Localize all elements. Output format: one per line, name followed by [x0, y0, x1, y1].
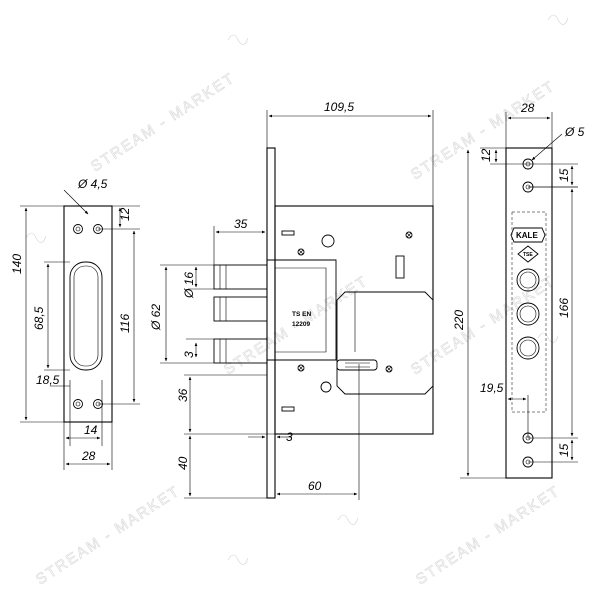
- watermark-squiggle-icon: [227, 554, 249, 565]
- faceplate-gap-label: 3: [286, 430, 293, 444]
- faceplate-outline: [505, 147, 553, 479]
- faceplate-bolt-spacing-label: 166: [557, 298, 571, 318]
- brand-name: KALE: [516, 231, 538, 240]
- deadbolt: [213, 338, 268, 364]
- watermark-squiggle-icon: [25, 232, 47, 243]
- watermark-squiggle-icon: [537, 332, 559, 343]
- bolt-carrier: [267, 259, 337, 361]
- strike-total-height-label: 140: [10, 254, 24, 274]
- faceplate-bottom-spacing-label: 15: [557, 443, 571, 457]
- lever-slot: [395, 255, 405, 279]
- strike-plate-outline: [63, 205, 113, 423]
- watermark-text: STREAM - MARKET: [88, 69, 238, 175]
- strike-slot-width-label: 18,5: [36, 373, 60, 387]
- deadbolt: [213, 264, 268, 290]
- strike-inner-width-label: 14: [84, 423, 98, 437]
- tse-mark: TSE: [523, 252, 533, 258]
- guide-slot: [281, 230, 295, 236]
- watermark-text: STREAM - MARKET: [413, 482, 563, 588]
- faceplate-hole-diameter-label: Ø 5: [564, 125, 585, 139]
- strike-hole-spacing-label: 116: [118, 314, 132, 333]
- bolt-diameter-label: Ø 16: [182, 272, 196, 299]
- spindle-hole: [321, 234, 335, 248]
- backset-label: 60: [308, 479, 322, 493]
- strike-total-width-label: 28: [81, 449, 96, 463]
- strike-plate-slot-inner: [73, 265, 99, 367]
- body-standard-number: 12209: [292, 321, 310, 328]
- strike-top-offset-label: 12: [118, 207, 132, 221]
- bottom-offset-label: 40: [176, 456, 190, 470]
- case-screw: [297, 231, 413, 373]
- guide-slot: [281, 406, 295, 412]
- faceplate-top-offset-label: 12: [479, 148, 493, 162]
- lock-faceplate: [266, 147, 276, 499]
- strike-hole-diameter-label: Ø 4,5: [77, 177, 108, 191]
- backset-depth-label: 109,5: [324, 100, 354, 114]
- strike-slot-height-label: 68,5: [32, 306, 46, 330]
- lock-body-view: TS EN 12209: [149, 100, 434, 500]
- strike-plate-slot: [69, 261, 103, 371]
- watermark-squiggle-icon: [337, 514, 359, 525]
- watermark-squiggle-icon: [227, 34, 249, 45]
- watermark-text: STREAM - MARKET: [408, 77, 558, 183]
- strike-plate-view: Ø 4,5 12 140 68,5 116 18,5 14 28: [10, 177, 140, 470]
- faceplate-total-height-label: 220: [452, 310, 466, 331]
- pivot-hole: [320, 381, 332, 393]
- cylinder-offset-label: 36: [176, 388, 190, 402]
- faceplate-edge-offset-label: 19,5: [480, 381, 504, 395]
- bolt-span-label: Ø 62: [149, 304, 163, 331]
- key-slot: [336, 359, 378, 371]
- faceplate-view: KALE TSE 28 Ø 5 12 15 220: [452, 101, 585, 479]
- deadbolt: [213, 296, 268, 322]
- faceplate-hidden-case: [511, 211, 547, 413]
- kale-logo: KALE TSE: [510, 227, 546, 263]
- bolt-projection-label: 35: [234, 217, 248, 231]
- faceplate-width-label: 28: [520, 101, 535, 115]
- strike-plate-screw-hole: [73, 224, 103, 409]
- watermark-squiggle-icon: [547, 14, 569, 25]
- faceplate-bolt-hole: [516, 268, 540, 360]
- body-standard-label: TS EN: [292, 311, 311, 318]
- cylinder-housing: [336, 291, 434, 395]
- watermark-layer: STREAM - MARKET STREAM - MARKET STREAM -…: [25, 14, 569, 589]
- bolt-gap-label: 3: [182, 351, 196, 358]
- watermark-text: STREAM - MARKET: [33, 482, 183, 588]
- bolt-carrier-inner: [275, 267, 327, 353]
- faceplate-top-spacing-label: 15: [557, 168, 571, 182]
